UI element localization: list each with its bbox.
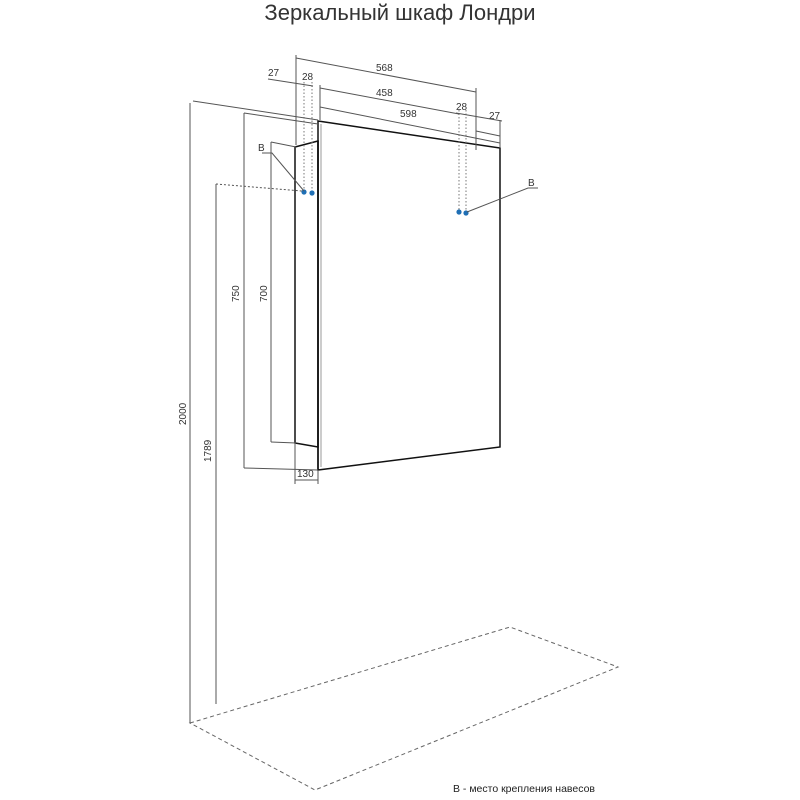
dim-2000: 2000 xyxy=(178,402,189,425)
ext-2000-top xyxy=(192,100,319,121)
cabinet-side xyxy=(294,140,319,448)
dimline-598 xyxy=(319,106,501,144)
ext-750-bottom xyxy=(243,467,319,471)
dim-700: 700 xyxy=(259,285,270,302)
dim-568: 568 xyxy=(376,63,393,74)
marker-leader-left xyxy=(262,152,305,192)
dim-right-27: 27 xyxy=(489,111,501,122)
dimline-right-28 xyxy=(455,112,503,122)
dim-left-28: 28 xyxy=(302,72,314,83)
dim-598: 598 xyxy=(400,109,417,120)
dimline-left-27-28 xyxy=(267,78,314,87)
mirror-door xyxy=(317,120,501,471)
dimline-458 xyxy=(319,87,460,115)
dim-right-28: 28 xyxy=(456,102,468,113)
dimline-right-27 xyxy=(475,130,501,137)
dim-750: 750 xyxy=(231,285,242,302)
dim-1789: 1789 xyxy=(203,439,214,462)
ext-750-top xyxy=(243,112,319,125)
drawing-title: Зеркальный шкаф Лондри xyxy=(264,0,536,25)
mount-point-right-1 xyxy=(456,209,462,215)
floor-outline xyxy=(188,626,620,791)
marker-label-left: В xyxy=(258,143,265,154)
marker-leader-right xyxy=(466,187,538,213)
legend-note: В - место крепления навесов xyxy=(453,783,596,795)
ext-1789-top xyxy=(215,183,303,192)
mount-point-left-2 xyxy=(309,190,315,196)
ext-700-bottom xyxy=(270,441,297,444)
dimline-568 xyxy=(295,57,477,93)
dim-130: 130 xyxy=(297,469,314,480)
mount-point-left-1 xyxy=(301,189,307,195)
dim-left-27: 27 xyxy=(268,68,280,79)
marker-label-right: В xyxy=(528,178,535,189)
dim-458: 458 xyxy=(376,88,393,99)
ext-700-top xyxy=(270,141,297,148)
